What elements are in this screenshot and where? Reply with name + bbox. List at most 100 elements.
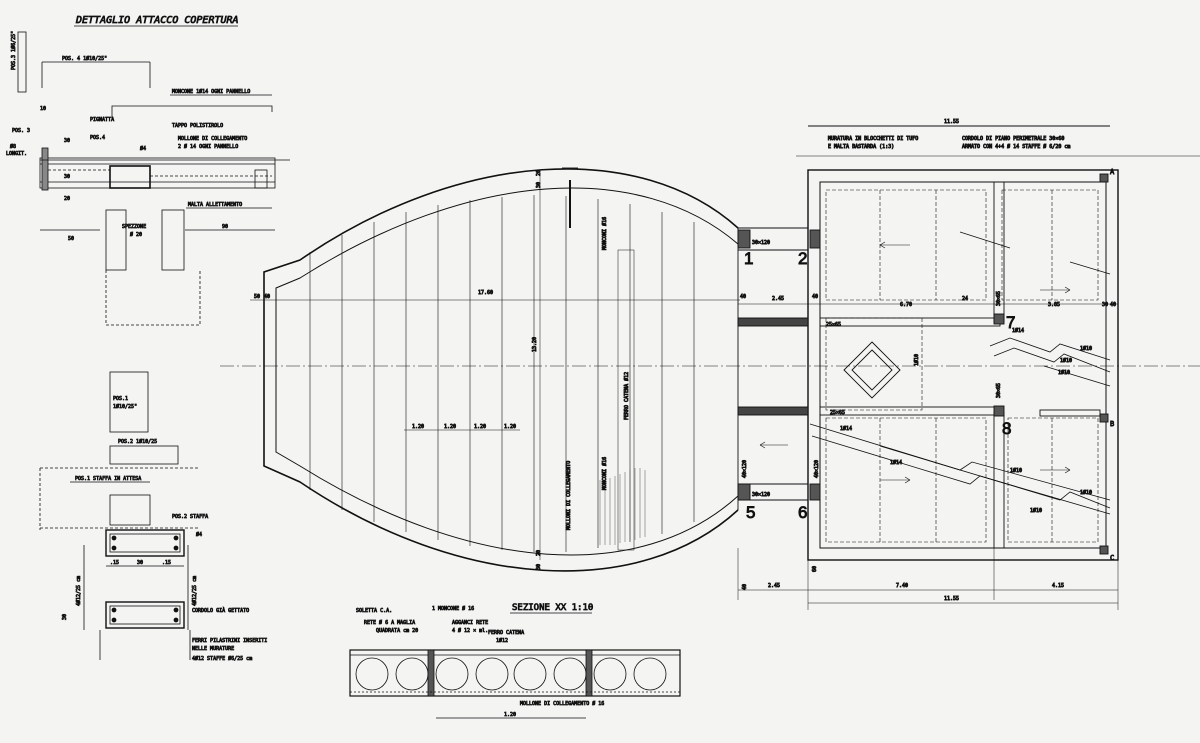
oval-d30b: 30: [536, 564, 542, 570]
oval-d30a: 30: [536, 182, 542, 188]
d50: 50: [68, 236, 74, 242]
rebar-14b: 1Ø14: [840, 425, 852, 432]
bottom-d40: 40: [742, 584, 748, 590]
agganci-label-b: 4 Ø 12 × ml.: [452, 627, 488, 634]
longit-label: LONGIT.: [6, 151, 27, 157]
pillar-label-6: 6: [798, 503, 807, 522]
oval-d1760: 17.60: [478, 290, 493, 296]
pillar-label-8: 8: [1002, 419, 1011, 438]
molloni-label: MOLLONI DI COLLEGAMENTO: [566, 461, 572, 530]
oval-d120-2: 1.20: [444, 424, 456, 430]
plan-d24: 24: [962, 296, 968, 302]
sec-30x120-b: 30×120: [752, 492, 770, 498]
rebar-10d: 1Ø10: [1010, 467, 1022, 474]
section-d120: 1.20: [504, 712, 516, 718]
plan-d40b: 40: [812, 294, 818, 300]
ferro-catena-label: FERRO CATENA Ø12: [623, 372, 630, 420]
plan-d40c: 40: [1110, 302, 1116, 308]
rebar-10f: 1Ø10: [1030, 507, 1042, 514]
pos1-pos2-bars: POS.1 1Ø10/25" POS.2 1Ø10/25: [109, 371, 179, 465]
mollone-sec-label: MOLLONE DI COLLEGAMENTO Ø 16: [520, 700, 604, 707]
pillar-label-5: 5: [746, 503, 755, 522]
section-xx: SEZIONE XX 1:10 SOLETTA C.A. RETE Ø 6 A …: [349, 603, 681, 719]
pilaster-d30: 30: [137, 560, 143, 566]
sec-25x65-a: 25×65: [826, 322, 841, 328]
oval-d40a: 40: [264, 294, 270, 300]
rete-label-b: QUADRATA cm 20: [376, 628, 418, 634]
d90: 90: [222, 224, 228, 230]
ferri-label-b: NELLE MURATURE: [192, 646, 234, 652]
bottom-d740: 7.40: [896, 583, 908, 589]
sec-40x120-b: 40×120: [814, 460, 820, 478]
detail-title: DETTAGLIO ATTACCO COPERTURA: [75, 15, 239, 26]
plan-d1155-top: 11.55: [944, 119, 959, 125]
pilaster-d30-side: 30: [62, 614, 68, 620]
pilaster-right-dim: 4Ø12/25 cm: [191, 576, 198, 606]
muratura-label-b: E MALTA BASTARDA (1:3): [828, 144, 894, 150]
mollone-label-a: MOLLONE DI COLLEGAMENTO: [178, 136, 247, 142]
oval-d120-4: 1.20: [504, 424, 516, 430]
pos3-label: POS. 3: [12, 128, 30, 134]
malta-label: MALTA ALLETTAMENTO: [188, 202, 242, 208]
bottom-d1155: 11.55: [944, 596, 959, 602]
building-plan: 11.55 MURATURA IN BLOCCHETTI DI TUFO E M…: [737, 119, 1200, 610]
ferro-sec-label-a: FERRO CATENA: [488, 630, 524, 636]
moncone-sec-label: 1 MONCONE Ø 16: [432, 605, 474, 612]
pilaster-d15b: .15: [162, 560, 171, 566]
pos3-vertical-label: POS.3 1Ø6/25": [10, 31, 17, 70]
ferri-label-a: FERRI PILASTRINI INSERITI: [192, 638, 267, 644]
cordolo-label-b: ARMATO CON 4+4 Ø 14 STAFFE Ø 6/20 cm: [962, 143, 1070, 150]
muratura-label-a: MURATURA IN BLOCCHETTI DI TUFO: [828, 136, 918, 142]
d20: 20: [64, 196, 70, 202]
d30b: 30: [64, 174, 70, 180]
pilaster-detail: POS.1 STAFFA IN ATTESA POS.2 STAFFA Ø4 .…: [39, 467, 268, 662]
spezzone-label-a: SPEZZONE: [122, 224, 146, 230]
staffa-attesa-label: POS.1 STAFFA IN ATTESA: [75, 476, 141, 482]
sec-40x120-a: 40×120: [742, 460, 748, 478]
pilaster-left-dim: 4Ø12/25 cm: [75, 576, 82, 606]
oval-d1320: 13.20: [532, 337, 538, 352]
pos1-label-b: 1Ø10/25": [113, 403, 137, 410]
rebar-10g: 1Ø10: [913, 354, 920, 366]
plan-d670: 6.70: [900, 302, 912, 308]
rebar-10a: 1Ø10: [1080, 345, 1092, 352]
agganci-label-a: AGGANCI RETE: [452, 620, 488, 626]
pos4-top-label: POS. 4 1Ø10/25": [62, 55, 107, 62]
bottom-d245: 2.45: [768, 583, 780, 589]
oval-d50a: 50: [254, 294, 260, 300]
monconi-label-b: MONCONI Ø16: [601, 457, 608, 490]
cordolo-label-a: CORDOLO DI PIANO PERIMETRALE 30×60: [962, 136, 1064, 142]
spezzone-label-b: Ø 20: [130, 231, 142, 238]
soletta-label: SOLETTA C.A.: [356, 608, 392, 614]
plan-d40a: 40: [740, 294, 746, 300]
oval-d20b: 20: [536, 550, 542, 556]
d10: 10: [40, 106, 46, 112]
sec-30x65-a: 30×65: [996, 291, 1002, 306]
sec-30x120-a: 30×120: [752, 240, 770, 246]
pillar-label-2: 2: [798, 249, 807, 268]
d30a: 30: [64, 138, 70, 144]
pos4-label: POS.4: [90, 135, 105, 141]
bottom-d415: 4.15: [1052, 583, 1064, 589]
pos2-staffa-label: POS.2 STAFFA: [172, 514, 208, 520]
rebar-10b: 1Ø10: [1060, 357, 1072, 364]
section-title: SEZIONE XX 1:10: [512, 603, 593, 613]
ferri-label-c: 4Ø12 STAFFE Ø6/25 cm: [192, 655, 252, 662]
point-a: A: [1110, 168, 1115, 176]
point-b: B: [1110, 420, 1114, 428]
moncone-label: MONCONE 1Ø14 OGNI PANNELLO: [172, 88, 250, 95]
pilaster-phi4: Ø4: [196, 531, 202, 538]
detail-attacco-copertura: DETTAGLIO ATTACCO COPERTURA POS.3 1Ø6/25…: [6, 15, 290, 326]
sec-25x65-b: 25×65: [830, 410, 845, 416]
pos1-label-a: POS.1: [113, 396, 128, 402]
rebar-10e: 1Ø10: [1080, 489, 1092, 496]
sec-30x65-b: 30×65: [996, 383, 1002, 398]
rete-label-a: RETE Ø 6 A MAGLIA: [364, 619, 415, 626]
mollone-label-b: 2 Ø 14 OGNI PANNELLO: [178, 143, 238, 150]
rebar-10c: 1Ø10: [1058, 369, 1070, 376]
bottom-d60: 60: [812, 566, 818, 572]
plan-d245: 2.45: [772, 296, 784, 302]
ferro-sec-label-b: 1Ø12: [496, 637, 508, 644]
pillar-label-7: 7: [1006, 313, 1015, 332]
